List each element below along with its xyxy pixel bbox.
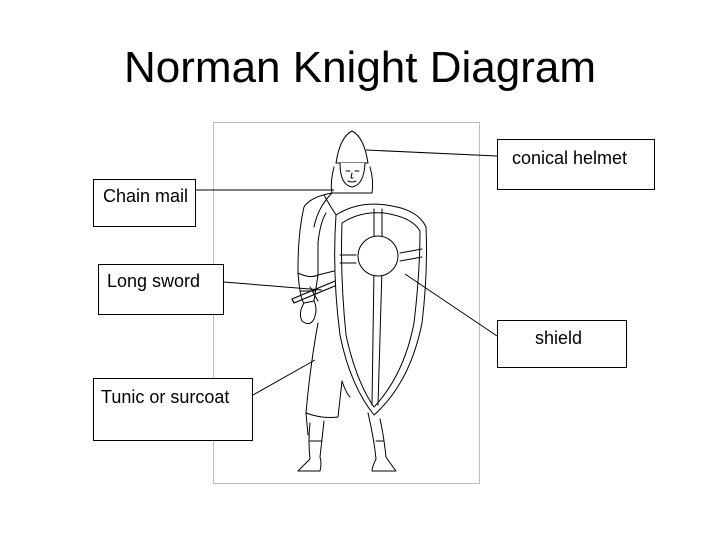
knight-face [339, 162, 366, 188]
knight-helmet [335, 130, 369, 164]
label-conical-helmet: conical helmet [497, 139, 655, 190]
knight-sword [291, 278, 343, 304]
label-conical-helmet-text: conical helmet [512, 148, 628, 168]
label-long-sword-text: Long sword [107, 271, 201, 291]
leader-shield [404, 273, 498, 337]
knight-tunic [305, 322, 351, 418]
knight-left-leg [297, 420, 325, 472]
label-long-sword: Long sword [98, 264, 224, 315]
knight-illustration [213, 122, 480, 484]
label-shield-text: shield [535, 328, 583, 348]
label-tunic-text: Tunic or surcoat [101, 387, 230, 407]
knight-right-leg [367, 412, 397, 472]
label-shield: shield [497, 320, 627, 368]
label-chain-mail-text: Chain mail [103, 186, 189, 206]
label-tunic: Tunic or surcoat [93, 378, 253, 441]
leader-tunic [252, 359, 316, 396]
page-title: Norman Knight Diagram [124, 43, 596, 92]
leader-sword [223, 281, 323, 291]
label-chain-mail: Chain mail [93, 179, 196, 227]
knight-shield-boss [357, 235, 399, 277]
leader-helmet [365, 149, 498, 157]
knight-drawing [291, 130, 427, 472]
